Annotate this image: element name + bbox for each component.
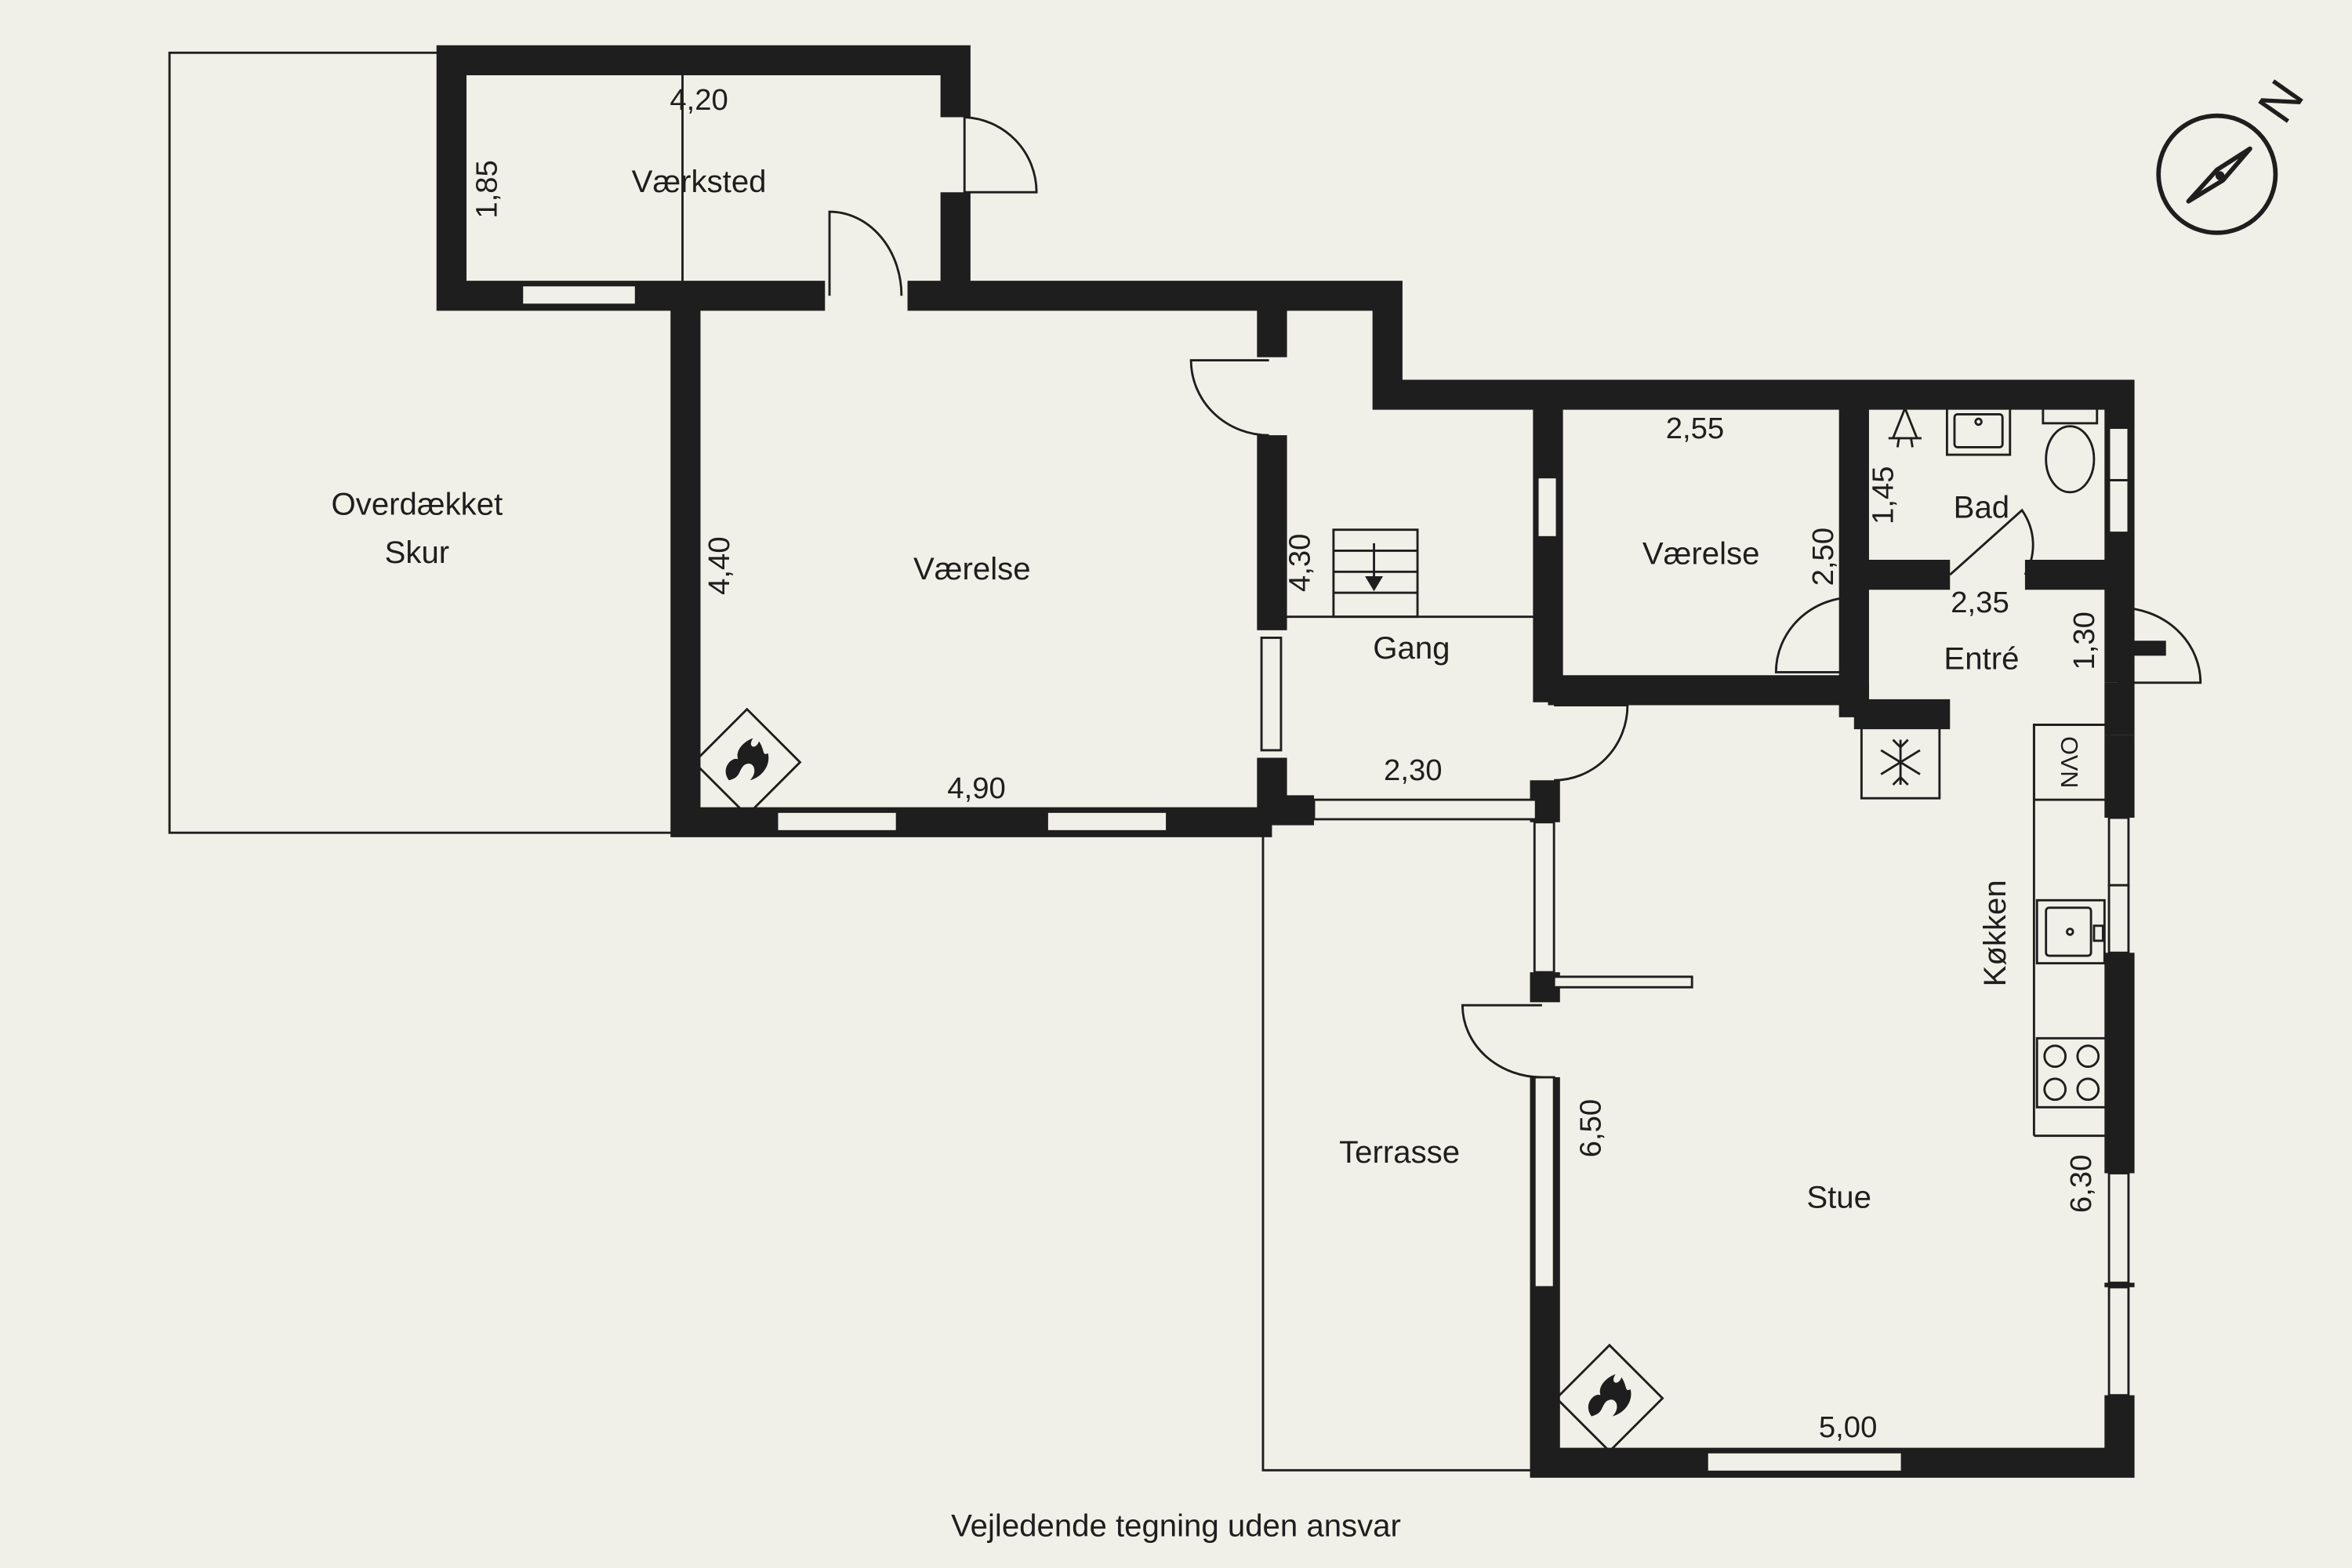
room-label-koekken: Køkken [1977,880,2013,986]
dim-vaerelse-small-height: 2,50 [1806,528,1840,586]
dimension-labels: 4,20 1,85 4,40 4,90 4,30 2,30 2,55 2,50 … [470,83,2101,1444]
room-labels: Overdækket Skur Værksted Værelse Gang Væ… [332,164,2020,1214]
room-label-stue: Stue [1806,1179,1871,1214]
dim-gang-height: 4,30 [1283,534,1316,592]
room-label-bad: Bad [1954,489,2009,524]
sink-icon [1945,405,2012,456]
dim-vaerksted-height: 1,85 [470,160,503,218]
room-label-vaerksted: Værksted [632,164,767,199]
footer-disclaimer: Vejledende tegning uden ansvar [951,1508,1401,1544]
door-gang-stue [1554,704,1629,782]
sliding-panel [1552,975,1693,989]
covered-shed-outline [168,51,684,834]
door-vaerksted-south [828,210,903,296]
wall-north-run [907,281,2135,683]
compass-needle-icon [2186,146,2252,204]
dim-vaerelse-big-height: 4,40 [702,536,736,594]
door-vaerelse-gang [1189,359,1269,437]
dim-gang-width: 2,30 [1384,753,1442,787]
dim-stue-height-left: 6,50 [1573,1099,1607,1157]
shower-icon [1888,405,1922,448]
compass-ring [2156,113,2278,235]
window [2107,1172,2130,1284]
fire-icon [725,738,769,781]
stairs [1332,528,1419,619]
stove-hob-icon [2035,1036,2107,1109]
window [2107,426,2130,481]
door-vaerelse-small [1774,596,1856,673]
door-vaerksted-east [963,116,1038,194]
window [775,810,898,833]
oven-label: OVN [2056,736,2082,788]
toilet-icon [2042,401,2099,494]
fridge-freezer-icon [1860,723,1941,800]
kitchen-fixtures: OVN [1860,723,2111,1109]
dim-entre-height: 1,30 [2067,612,2101,670]
door-entre-front [2118,606,2202,684]
room-label-entre: Entré [1944,641,2019,677]
door-bad [1949,508,2034,576]
bathroom-fixtures [1888,401,2099,494]
room-label-terrasse: Terrasse [1339,1134,1460,1170]
doors [828,116,2202,1079]
dim-stue-height-right: 6,30 [2064,1155,2098,1213]
dim-stue-width: 5,00 [1819,1410,1877,1444]
terrace-outline [1261,833,1537,1472]
window [521,284,637,307]
window [1705,1450,1904,1473]
room-label-vaerelse-big: Værelse [913,551,1031,586]
window [1312,798,1537,821]
window [1536,476,1559,539]
dim-bad-height: 1,45 [1867,466,1900,524]
stairs-down-arrow-icon [1365,576,1384,592]
dim-vaerksted-width: 4,20 [670,83,728,117]
compass: N [2156,70,2314,235]
window [1260,637,1283,752]
fireplace-stue [1555,1343,1664,1454]
fire-icon [1588,1374,1632,1417]
window [1533,1076,1555,1289]
window [2107,884,2130,954]
fireplace-vaerelse [692,707,802,817]
window [1046,810,1168,833]
dim-vaerelse-big-width: 4,90 [947,771,1005,805]
dim-vaerelse-small-width: 2,55 [1666,412,1724,445]
door-terrasse [1461,1004,1542,1079]
oven-icon: OVN [2032,723,2111,801]
kitchen-sink-icon [2035,898,2106,965]
windows [521,284,2130,1473]
entrance-arrow-icon [2111,633,2166,663]
room-label-overdaekket: Overdækket [332,487,503,522]
compass-north-label: N [2246,70,2314,132]
room-label-gang: Gang [1373,630,1450,666]
room-label-vaerelse-small: Værelse [1642,536,1760,572]
window [1533,821,1555,974]
window [2107,816,2130,887]
window [2107,479,2130,534]
walls [436,45,2135,1478]
room-label-skur: Skur [385,535,450,570]
dim-entre-width: 2,35 [1951,586,2009,619]
window [2107,1286,2130,1397]
